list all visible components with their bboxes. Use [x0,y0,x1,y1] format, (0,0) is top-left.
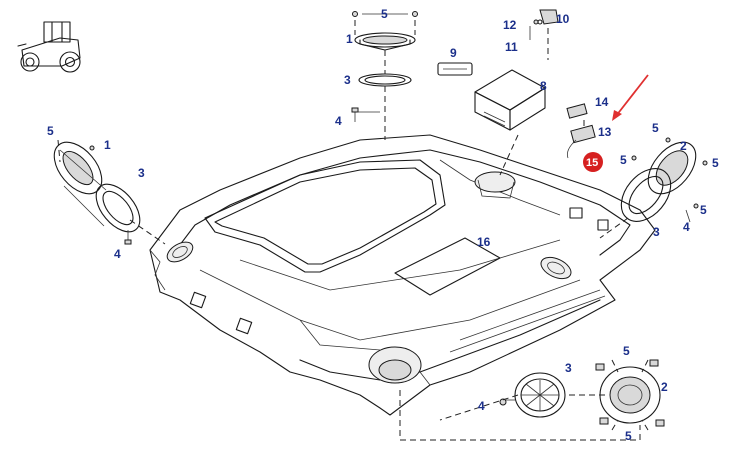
front-leader-lines [399,359,649,441]
callout-1-top: 1 [346,32,353,46]
part-15-badge [583,152,603,172]
callout-9: 9 [450,46,457,60]
callout-1-left: 1 [104,138,111,152]
callout-12: 12 [503,18,517,32]
headliner-roof [149,134,656,416]
red-arrow-icon [612,74,649,121]
right-speaker-assembly [599,137,708,239]
callout-3-left: 3 [138,166,145,180]
callout-10: 10 [556,12,570,26]
callout-5-top: 5 [381,7,388,21]
tractor-icon [17,21,81,73]
callout-2-right: 2 [680,139,687,153]
callout-3-top: 3 [344,73,351,87]
front-speaker [595,359,665,427]
callout-4-right: 4 [683,220,690,234]
callout-4-left: 4 [114,247,121,261]
callout-16: 16 [477,235,491,249]
callout-5-right-top: 5 [652,121,659,135]
radio-unit [437,62,546,176]
callout-4-front: 4 [478,399,485,413]
top-vent-assembly [351,11,418,140]
callout-3-right: 3 [653,225,660,239]
callout-labels: 5 1 3 4 9 8 12 10 11 14 13 15 5 2 5 5 5 … [47,7,719,443]
callout-4-top: 4 [335,114,342,128]
callout-8: 8 [540,79,547,93]
callout-5-front-top: 5 [623,344,630,358]
callout-11: 11 [505,40,518,54]
callout-3-front: 3 [565,361,572,375]
callout-5-right-far: 5 [712,156,719,170]
callout-15: 15 [586,157,598,169]
switch-assembly [566,103,596,159]
callout-14: 14 [595,95,609,109]
callout-5-front-bottom: 5 [625,429,632,443]
front-speaker-grille [499,372,566,418]
callout-5-left: 5 [47,124,54,138]
callout-5-right-low: 5 [700,203,707,217]
callout-13: 13 [598,125,612,139]
callout-5-right-mid: 5 [620,153,627,167]
antenna-bracket [529,9,559,60]
left-speaker-assembly [53,139,166,245]
callout-2-front: 2 [661,380,668,394]
label-plate [394,237,501,296]
